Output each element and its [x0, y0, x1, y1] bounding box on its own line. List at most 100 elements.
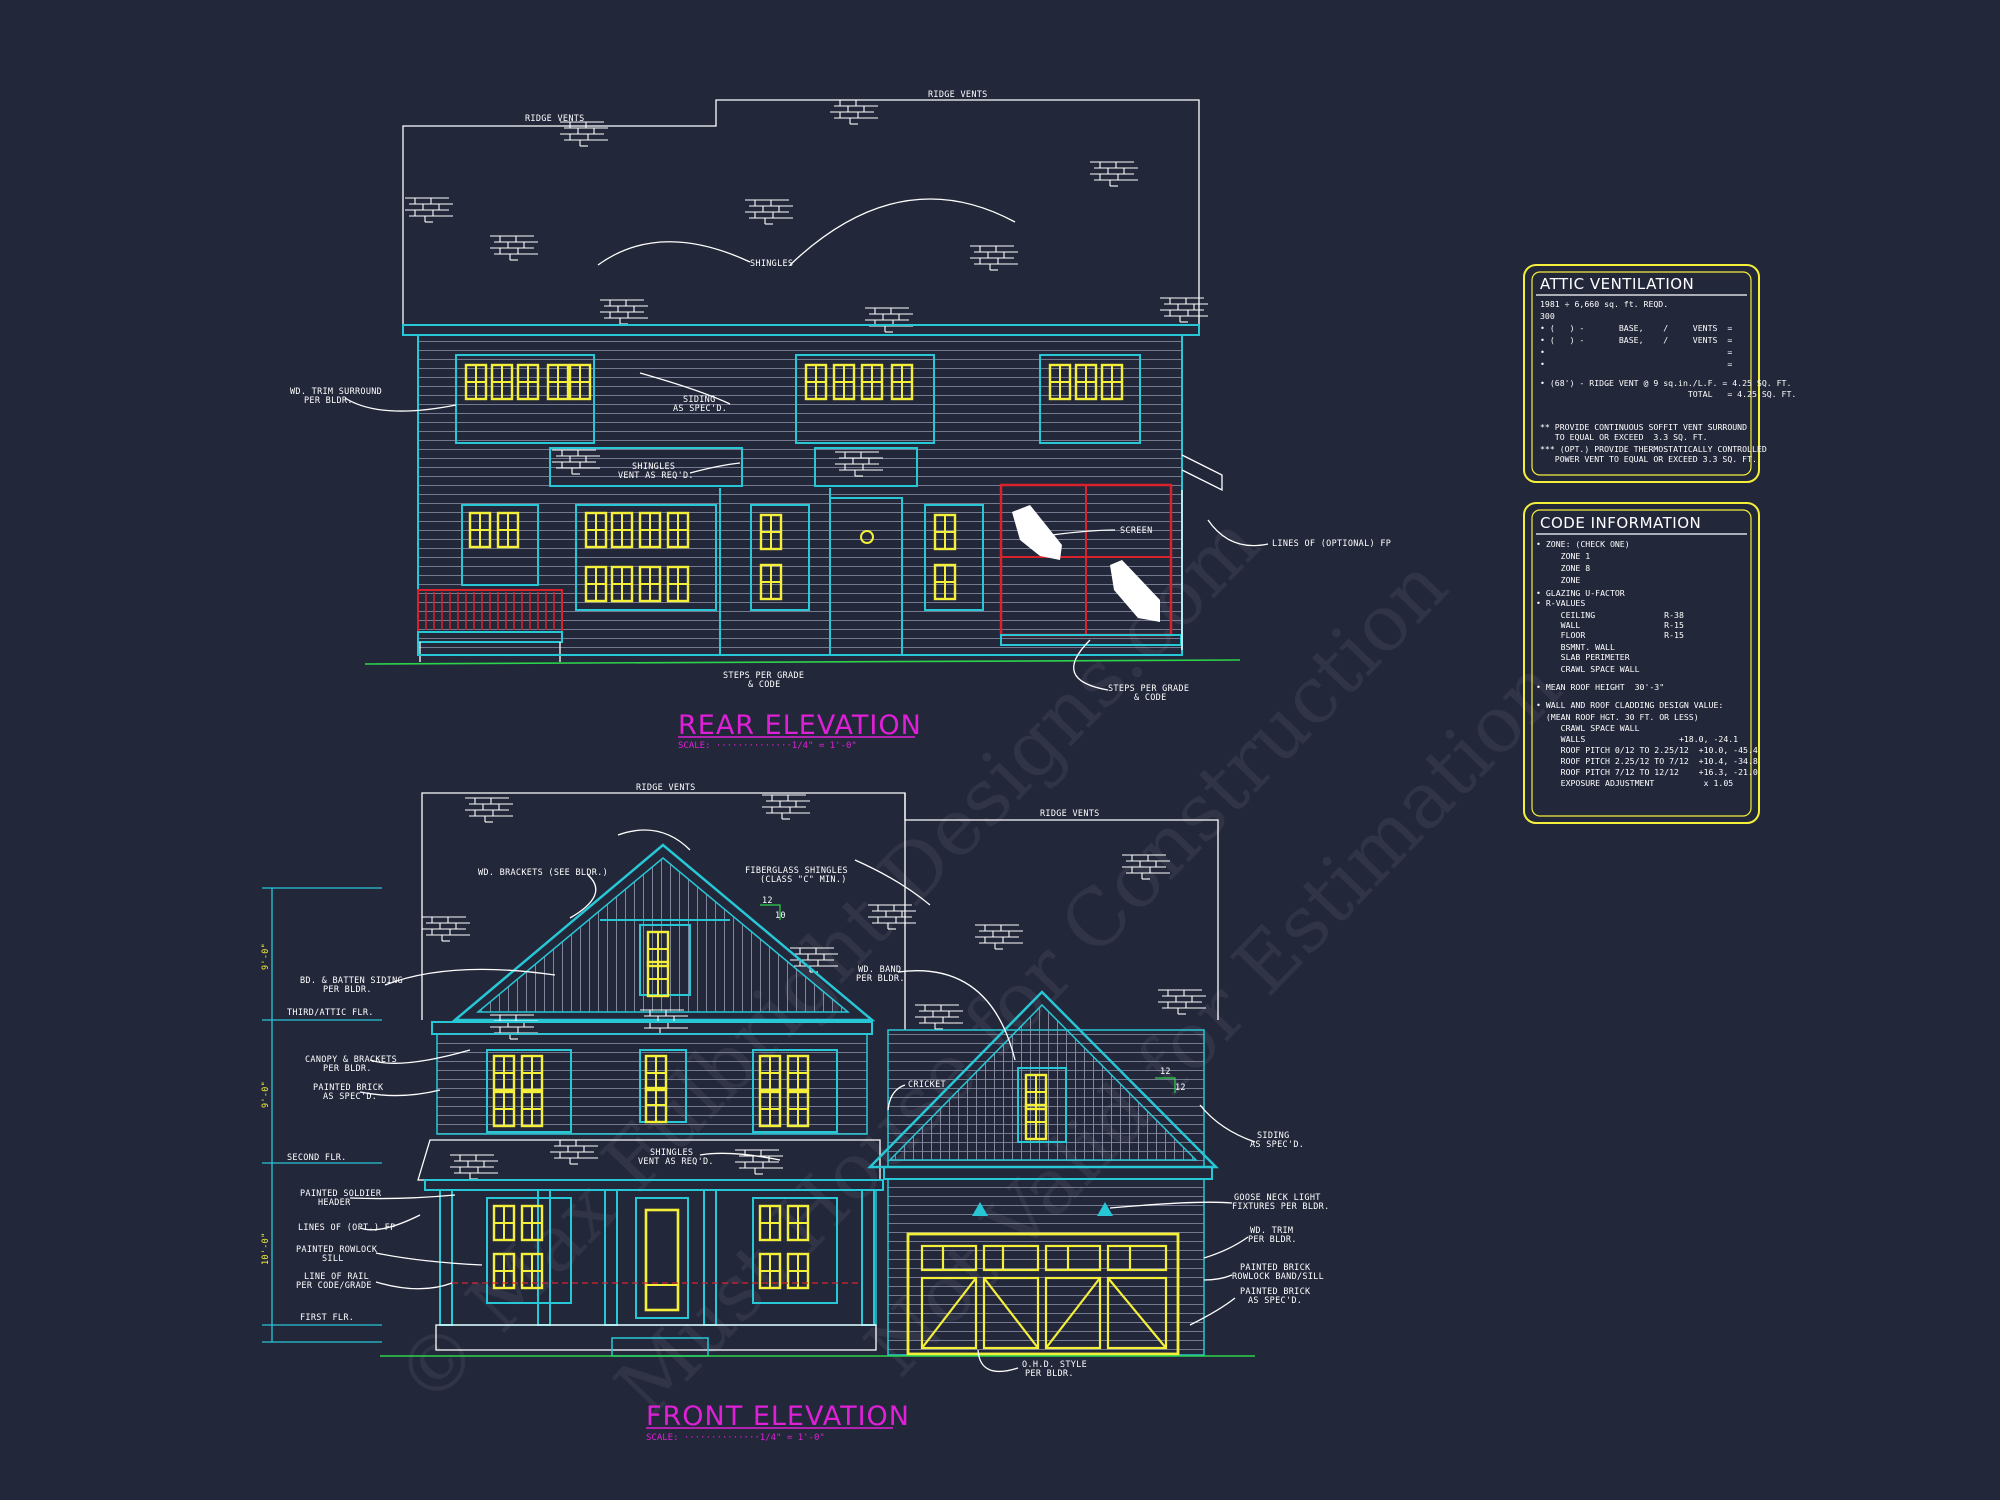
svg-text:BSMNT. WALL: BSMNT. WALL [1536, 642, 1615, 652]
label-ridge-vents: RIDGE VENTS [636, 783, 696, 793]
label-trim-surround: WD. TRIM SURROUND [290, 387, 382, 397]
rear-roof-outline [402, 99, 1200, 325]
goose-neck-light [972, 1202, 988, 1216]
label-ohd: PER BLDR. [1025, 1369, 1074, 1379]
pitch-marker: 12 [1175, 1083, 1186, 1093]
pitch-marker: 12 [1160, 1067, 1171, 1077]
label-soldier-header: HEADER [318, 1198, 351, 1208]
label-cricket: CRICKET [908, 1080, 946, 1090]
label-rowlock: SILL [322, 1254, 344, 1264]
svg-text:CRAWL SPACE WALL: CRAWL SPACE WALL [1536, 664, 1640, 674]
label-canopy: PER BLDR. [323, 1064, 372, 1074]
label-brackets: WD. BRACKETS (SEE BLDR.) [478, 868, 608, 878]
svg-text:WALLS +18.0,: WALLS +18.0, -24.1 [1536, 734, 1738, 744]
label-siding: SIDING [1257, 1131, 1290, 1141]
svg-text:FLOOR R-15: FLOOR R-15 [1536, 630, 1684, 640]
garage-door [906, 1232, 1180, 1356]
svg-text:ROOF PITCH 2.25/12 TO 7/12 +1: ROOF PITCH 2.25/12 TO 7/12 +10.4, -34.8 [1536, 756, 1758, 766]
svg-text:ROOF PITCH 7/12 TO 12/12 +1: ROOF PITCH 7/12 TO 12/12 +16.3, -21.0 [1536, 767, 1758, 777]
label-siding: AS SPEC'D. [1250, 1140, 1304, 1150]
label-rowlock: PAINTED ROWLOCK [296, 1245, 378, 1255]
svg-text:CRAWL SPACE WALL: CRAWL SPACE WALL [1536, 723, 1640, 733]
dim-second-floor: 9'-0" [261, 1081, 271, 1108]
svg-text:300: 300 [1540, 311, 1555, 321]
label-painted-brick: AS SPEC'D. [1248, 1296, 1302, 1306]
label-canopy: CANOPY & BRACKETS [305, 1055, 397, 1065]
svg-text:•: • = [1540, 347, 1732, 357]
label-ohd: O.H.D. STYLE [1022, 1360, 1087, 1370]
label-vent: VENT AS REQ'D. [618, 471, 694, 481]
label-fiberglass-shingles: (CLASS "C" MIN.) [760, 875, 847, 885]
label-optional-fp: LINES OF (OPT.) FP [298, 1223, 396, 1233]
svg-text:EXPOSURE ADJUSTMENT x: EXPOSURE ADJUSTMENT x 1.05 [1536, 778, 1733, 788]
svg-text:ZONE 1: ZONE 1 [1536, 551, 1590, 561]
screen-reflection [1012, 505, 1062, 560]
svg-text:1981 ÷ 6,660 sq. ft. REQD.: 1981 ÷ 6,660 sq. ft. REQD. [1540, 299, 1668, 309]
label-goose-neck: GOOSE NECK LIGHT [1234, 1193, 1321, 1203]
code-information-title: CODE INFORMATION [1540, 514, 1701, 532]
svg-text:ZONE 8: ZONE 8 [1536, 563, 1590, 573]
label-ridge-vents: RIDGE VENTS [928, 90, 988, 100]
label-rail: LINE OF RAIL [304, 1272, 369, 1282]
svg-text:• ZONE: (CHECK ONE): • ZONE: (CHECK ONE) [1536, 539, 1630, 549]
svg-text:• ( ) - BASE, /: • ( ) - BASE, / VENTS = [1540, 323, 1732, 333]
label-third-floor: THIRD/ATTIC FLR. [287, 1008, 374, 1018]
rear-grade-line [364, 659, 1241, 665]
front-elevation: 9'-0" 9'-0" 10'-0" 12 10 12 12 RIDGE VEN… [261, 783, 1330, 1443]
svg-text:• MEAN ROOF HEIGHT 30'-3": • MEAN ROOF HEIGHT 30'-3" [1536, 682, 1664, 692]
dimension-string [262, 887, 382, 1343]
svg-text:• R-VALUES: • R-VALUES [1536, 598, 1585, 608]
rear-deck-rail [425, 592, 555, 630]
front-elevation-scale: SCALE: ··············1/4" = 1'-0" [646, 1433, 825, 1443]
label-steps: & CODE [748, 680, 781, 690]
label-steps: STEPS PER GRADE [1108, 684, 1189, 694]
label-wd-trim: WD. TRIM [1250, 1226, 1293, 1236]
label-wd-trim: PER BLDR. [1248, 1235, 1297, 1245]
svg-text:WALL R-15: WALL R-15 [1536, 620, 1684, 630]
label-vent: SHINGLES [650, 1148, 693, 1158]
label-goose-neck: FIXTURES PER BLDR. [1232, 1202, 1330, 1212]
dim-first-floor: 10'-0" [261, 1232, 271, 1265]
label-painted-brick: PAINTED BRICK [1240, 1287, 1311, 1297]
svg-text:CEILING R-38: CEILING R-38 [1536, 610, 1684, 620]
label-rail: PER CODE/GRADE [296, 1281, 372, 1291]
rear-elevation: RIDGE VENTS RIDGE VENTS SHINGLES WD. TRI… [290, 90, 1391, 751]
svg-text:TOTAL = 4.25 SQ. FT.: TOTAL = 4.25 SQ. FT. [1540, 389, 1796, 399]
svg-text:• WALL AND ROOF CLADDING DESIG: • WALL AND ROOF CLADDING DESIGN VALUE: [1536, 700, 1723, 710]
svg-text:• GLAZING U-FACTOR: • GLAZING U-FACTOR [1536, 588, 1625, 598]
svg-text:•: • = [1540, 359, 1732, 369]
attic-lines: 1981 ÷ 6,660 sq. ft. REQD. 300 • ( ) - B… [1540, 299, 1796, 464]
svg-text:POWER VENT TO EQUAL OR EXCEED: POWER VENT TO EQUAL OR EXCEED 3.3 SQ. FT… [1540, 454, 1757, 464]
svg-text:ZONE: ZONE [1536, 575, 1580, 585]
svg-text:*** (OPT.) PROVIDE THERMOSTATI: *** (OPT.) PROVIDE THERMOSTATICALLY CONT… [1540, 444, 1767, 454]
label-trim-surround: PER BLDR. [304, 396, 353, 406]
code-lines: • ZONE: (CHECK ONE) ZONE 1 ZONE 8 ZONE •… [1536, 539, 1758, 788]
pitch-marker: 10 [775, 911, 786, 921]
svg-text:TO EQUAL OR EXCEED 3.3 SQ. FT: TO EQUAL OR EXCEED 3.3 SQ. FT. [1540, 432, 1708, 442]
rear-elevation-scale: SCALE: ··············1/4" = 1'-0" [678, 741, 857, 751]
label-ridge-vents: RIDGE VENTS [1040, 809, 1100, 819]
pitch-marker: 12 [762, 896, 773, 906]
rear-elevation-title: REAR ELEVATION [678, 710, 922, 741]
label-wd-band: WD. BAND [858, 965, 901, 975]
front-elevation-title: FRONT ELEVATION [646, 1401, 910, 1432]
label-batten-siding: BD. & BATTEN SIDING [300, 976, 403, 986]
label-brick-band: PAINTED BRICK [1240, 1263, 1311, 1273]
svg-text:(MEAN ROOF HGT. 30 FT. OR LESS: (MEAN ROOF HGT. 30 FT. OR LESS) [1536, 712, 1699, 722]
svg-text:• ( ) - BASE, /: • ( ) - BASE, / VENTS = [1540, 335, 1732, 345]
label-siding: SIDING [683, 395, 716, 405]
label-first-floor: FIRST FLR. [300, 1313, 354, 1323]
label-vent: VENT AS REQ'D. [638, 1157, 714, 1167]
label-shingles: SHINGLES [750, 259, 793, 269]
label-second-floor: SECOND FLR. [287, 1153, 347, 1163]
front-door [644, 1208, 680, 1312]
label-wd-band: PER BLDR. [856, 974, 905, 984]
label-ridge-vents: RIDGE VENTS [525, 114, 585, 124]
attic-ventilation-title: ATTIC VENTILATION [1540, 275, 1694, 293]
label-soldier-header: PAINTED SOLDIER [300, 1189, 382, 1199]
dim-third-floor: 9'-0" [261, 943, 271, 970]
label-steps: & CODE [1134, 693, 1167, 703]
label-brick-band: ROWLOCK BAND/SILL [1232, 1272, 1324, 1282]
attic-ventilation-box: ATTIC VENTILATION 1981 ÷ 6,660 sq. ft. R… [1523, 264, 1796, 483]
